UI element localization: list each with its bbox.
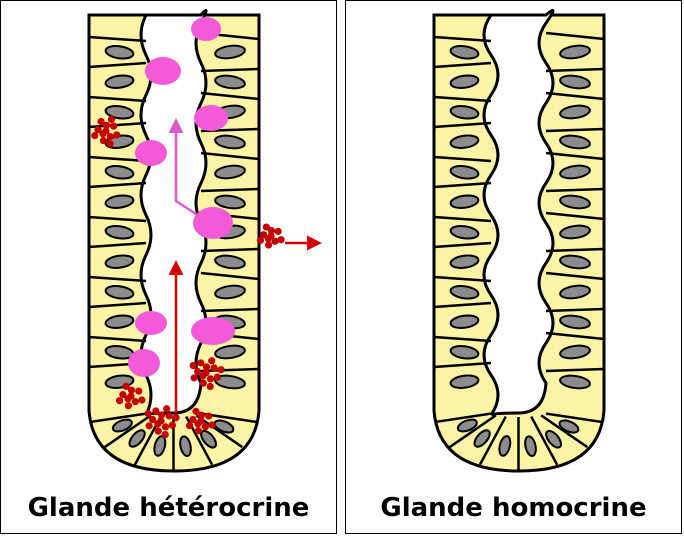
- secretion-vesicle: [191, 17, 221, 41]
- granule: [155, 428, 162, 435]
- granule: [110, 123, 117, 130]
- granule: [165, 412, 172, 419]
- granule: [205, 412, 212, 419]
- granule: [122, 383, 129, 390]
- granule: [194, 368, 201, 375]
- gland-wall: [434, 11, 604, 472]
- granule: [152, 407, 159, 414]
- granule: [207, 375, 214, 382]
- granule: [132, 398, 139, 405]
- granule: [195, 427, 202, 434]
- granule: [257, 237, 264, 244]
- granule: [169, 422, 176, 429]
- granule: [162, 423, 169, 430]
- granule: [192, 408, 199, 415]
- granule: [202, 423, 209, 430]
- granule: [100, 137, 107, 144]
- secretion-vesicle: [191, 317, 235, 345]
- homocrine-gland-diagram: [346, 1, 683, 535]
- homocrine-caption: Glande homocrine: [346, 493, 681, 523]
- granule: [91, 132, 98, 139]
- granule: [145, 410, 152, 417]
- granule: [107, 133, 114, 140]
- granule: [172, 414, 179, 421]
- heterocrine-caption: Glande hétérocrine: [1, 493, 336, 523]
- granule: [208, 421, 215, 428]
- granule: [217, 366, 224, 373]
- granule: [200, 380, 207, 387]
- granule: [163, 405, 170, 412]
- heterocrine-gland-diagram: [1, 1, 338, 535]
- secretion-vesicle: [135, 140, 167, 166]
- granule: [207, 383, 214, 390]
- granule: [119, 391, 126, 398]
- granule: [271, 238, 278, 245]
- granule: [190, 362, 197, 369]
- granule: [108, 116, 115, 123]
- granule-cluster: [257, 223, 285, 248]
- granule: [208, 357, 215, 364]
- granule: [138, 396, 145, 403]
- granule: [197, 359, 204, 366]
- secretion-vesicle: [128, 349, 160, 377]
- granule: [189, 416, 196, 423]
- granule: [125, 402, 132, 409]
- secretion-vesicle: [193, 207, 233, 239]
- granule: [135, 387, 142, 394]
- secretion-vesicle: [194, 105, 228, 131]
- granule: [116, 397, 123, 404]
- granule: [106, 140, 113, 147]
- granule: [149, 416, 156, 423]
- homocrine-panel: Glande homocrine: [345, 0, 682, 534]
- granule: [146, 422, 153, 429]
- heterocrine-panel: Glande hétérocrine: [0, 0, 337, 534]
- granule: [275, 228, 282, 235]
- granule: [113, 131, 120, 138]
- granule: [186, 422, 193, 429]
- secretion-vesicle: [145, 57, 181, 85]
- secretion-vesicle: [135, 311, 167, 335]
- granule: [162, 431, 169, 438]
- granule: [214, 374, 221, 381]
- granule: [191, 374, 198, 381]
- granule: [97, 118, 104, 125]
- granule: [263, 223, 270, 230]
- granule: [277, 236, 284, 243]
- granule: [265, 241, 272, 248]
- granule: [210, 364, 217, 371]
